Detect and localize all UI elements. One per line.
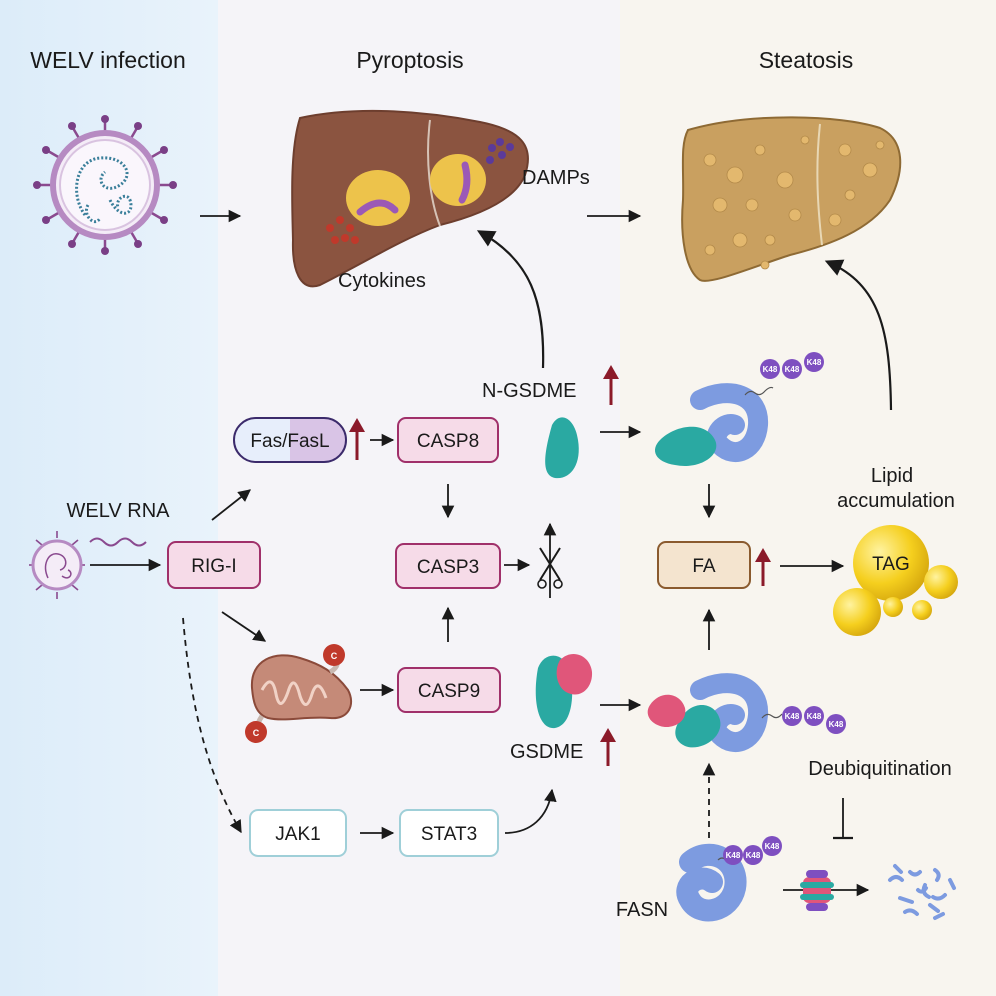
degraded-protein-fragments-icon — [888, 864, 956, 920]
mitochondrion-icon — [250, 654, 353, 721]
title-pyroptosis: Pyroptosis — [356, 47, 463, 73]
cytochrome-c-top-icon: C — [323, 644, 345, 675]
svg-text:K48: K48 — [765, 842, 780, 851]
casp8-box: CASP8 — [397, 417, 499, 463]
gsdme-label: GSDME — [510, 741, 583, 763]
gsdme-cleavage-scissors-icon — [537, 522, 563, 598]
fa-up-arrow-icon — [755, 548, 771, 586]
svg-text:C: C — [253, 728, 260, 738]
fa-box: FA — [657, 541, 751, 589]
ubiquitin-chain-bottom-icon: K48 K48 K48 — [723, 836, 782, 865]
ubiquitin-chain-top-icon: K48 K48 K48 — [760, 352, 824, 379]
svg-text:JAK1: JAK1 — [275, 824, 320, 845]
svg-text:CASP8: CASP8 — [417, 431, 479, 452]
welv-rna-label: WELV RNA — [67, 500, 171, 522]
svg-text:K48: K48 — [785, 365, 800, 374]
fatty-liver-icon — [681, 116, 902, 282]
svg-text:RIG-I: RIG-I — [191, 556, 236, 577]
deubiquitination-label: Deubiquitination — [808, 758, 951, 780]
svg-text:K48: K48 — [829, 720, 844, 729]
stat3-box: STAT3 — [399, 809, 499, 857]
title-steatosis: Steatosis — [759, 47, 854, 73]
fasn-label: FASN — [616, 899, 668, 921]
inflamed-liver-icon — [291, 109, 529, 288]
svg-text:CASP9: CASP9 — [418, 681, 480, 702]
svg-text:CASP3: CASP3 — [417, 557, 479, 578]
tag-label: TAG — [872, 554, 910, 575]
fas-fasl-box: Fas/FasL — [233, 417, 347, 463]
svg-text:Fas/FasL: Fas/FasL — [250, 431, 329, 452]
gsdme-up-arrow-icon — [600, 728, 616, 766]
cytokines-label: Cytokines — [338, 270, 426, 292]
fasn-n-gsdme-complex-icon — [655, 383, 774, 466]
n-gsdme-up-arrow-icon — [603, 365, 619, 405]
proteasome-icon — [800, 870, 834, 911]
n-gsdme-fragment-icon — [545, 417, 579, 479]
damps-label: DAMPs — [522, 167, 590, 189]
title-welv-infection: WELV infection — [30, 47, 186, 73]
rig-i-box: RIG-I — [167, 541, 261, 589]
svg-text:K48: K48 — [726, 851, 741, 860]
lipid-label-line1: Lipid — [871, 465, 913, 487]
ubiquitin-chain-middle-icon: K48 K48 K48 — [782, 706, 846, 734]
large-virus-icon — [33, 115, 177, 255]
small-virus-icon — [29, 531, 85, 599]
jak1-box: JAK1 — [249, 809, 347, 857]
inhibition-bar-icon — [833, 798, 853, 840]
cytochrome-c-bottom-icon: C — [245, 714, 267, 743]
casp3-box: CASP3 — [395, 543, 501, 589]
casp9-box: CASP9 — [397, 667, 501, 713]
fasn-gsdme-complex-icon — [647, 673, 783, 752]
n-gsdme-label: N-GSDME — [482, 380, 576, 402]
svg-text:STAT3: STAT3 — [421, 824, 477, 845]
lipid-label-line2: accumulation — [837, 490, 955, 512]
fas-up-arrow-icon — [349, 418, 365, 460]
svg-text:K48: K48 — [807, 712, 822, 721]
svg-text:K48: K48 — [785, 712, 800, 721]
svg-text:K48: K48 — [807, 358, 822, 367]
svg-text:K48: K48 — [763, 365, 778, 374]
svg-text:C: C — [331, 651, 338, 661]
tag-lipid-droplets-icon — [833, 525, 958, 636]
svg-text:K48: K48 — [746, 851, 761, 860]
rna-strand-icon — [89, 537, 147, 547]
svg-text:FA: FA — [692, 556, 716, 577]
full-length-gsdme-icon — [535, 653, 593, 729]
